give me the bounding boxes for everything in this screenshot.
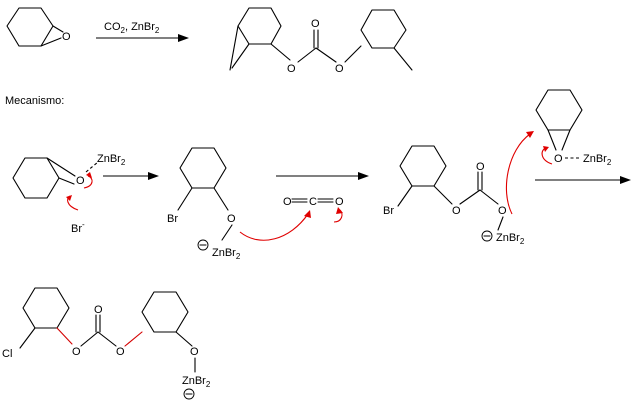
atom-o: O (476, 161, 485, 173)
atom-o: O (72, 346, 81, 358)
svg-text:O: O (283, 196, 292, 208)
bromide-label: Br- (71, 220, 85, 235)
reaction-arrow-4 (535, 176, 631, 184)
mech-epoxide-complex-2: O ZnBr2 (535, 89, 612, 167)
mech-chloro-carbonate-alkoxide: Cl O O O O ZnBr2 (2, 287, 211, 400)
atom-o: O (335, 63, 344, 75)
zinc-label: ZnBr2 (212, 247, 241, 261)
mech-bromoalkoxide: Br O ZnBr2 (167, 147, 311, 261)
reaction-arrow-1 (96, 34, 189, 42)
atom-o: O (498, 205, 507, 217)
atom-o: O (190, 346, 199, 358)
zinc-label: ZnBr2 (583, 153, 612, 167)
zinc-label: ZnBr2 (496, 232, 525, 246)
atom-br: Br (167, 213, 178, 225)
atom-o: O (62, 31, 71, 43)
atom-o: O (452, 205, 461, 217)
epoxide-reactant: O (6, 7, 71, 47)
atom-o: O (287, 63, 296, 75)
svg-text:O: O (335, 196, 344, 208)
reaction-arrow-2 (103, 172, 159, 180)
mech-bromocarbonate: Br O O O ZnBr2 (383, 131, 534, 246)
carbonate-product: O O O (229, 7, 413, 75)
mech-epoxide-complex: O ZnBr2 Br- (12, 153, 126, 235)
atom-cl: Cl (2, 348, 12, 360)
reagents-label: CO2, ZnBr2 (104, 21, 160, 35)
mechanism-title: Mecanismo: (5, 95, 64, 107)
atom-br: Br (383, 205, 394, 217)
co2-molecule: O C O (283, 196, 344, 223)
atom-o: O (94, 304, 103, 316)
atom-o: O (554, 153, 563, 165)
atom-o: O (227, 213, 236, 225)
zinc-label: ZnBr2 (97, 153, 126, 167)
svg-text:CO2, ZnBr2: CO2, ZnBr2 (104, 21, 160, 35)
reaction-arrow-3 (276, 172, 369, 180)
atom-o: O (116, 346, 125, 358)
zinc-label: ZnBr2 (182, 375, 211, 389)
atom-o: O (76, 175, 85, 187)
atom-o: O (311, 18, 320, 30)
svg-text:C: C (309, 196, 317, 208)
